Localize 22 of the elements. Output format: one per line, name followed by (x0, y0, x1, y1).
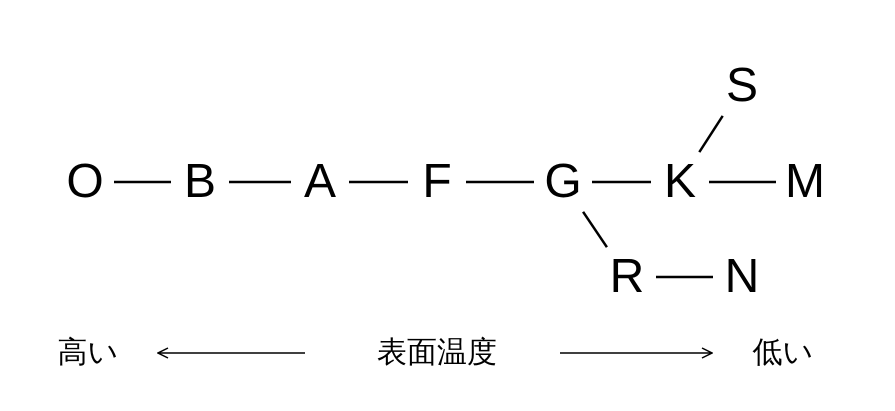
connector-line (582, 211, 608, 248)
connector-line (229, 180, 291, 184)
spectral-class-letter: S (720, 62, 764, 110)
connector-line (466, 180, 534, 184)
connector-line (114, 180, 171, 184)
spectral-class-letter: G (541, 158, 585, 206)
connector-line (592, 180, 651, 184)
connector-line (698, 115, 724, 153)
spectral-class-letter: K (658, 158, 702, 206)
spectral-class-letter: B (178, 158, 222, 206)
spectral-class-letter: O (63, 158, 107, 206)
spectral-class-letter: A (298, 158, 342, 206)
connector-line (349, 180, 408, 184)
connector-line (709, 180, 776, 184)
spectral-class-letter: M (783, 158, 827, 206)
axis-end-label: 高い (58, 338, 118, 368)
spectral-class-letter: N (720, 253, 764, 301)
axis-title: 表面温度 (377, 338, 497, 368)
spectral-class-letter: F (415, 158, 459, 206)
axis-end-label: 低い (752, 338, 814, 368)
spectral-class-letter: R (605, 253, 649, 301)
connector-line (656, 276, 713, 278)
